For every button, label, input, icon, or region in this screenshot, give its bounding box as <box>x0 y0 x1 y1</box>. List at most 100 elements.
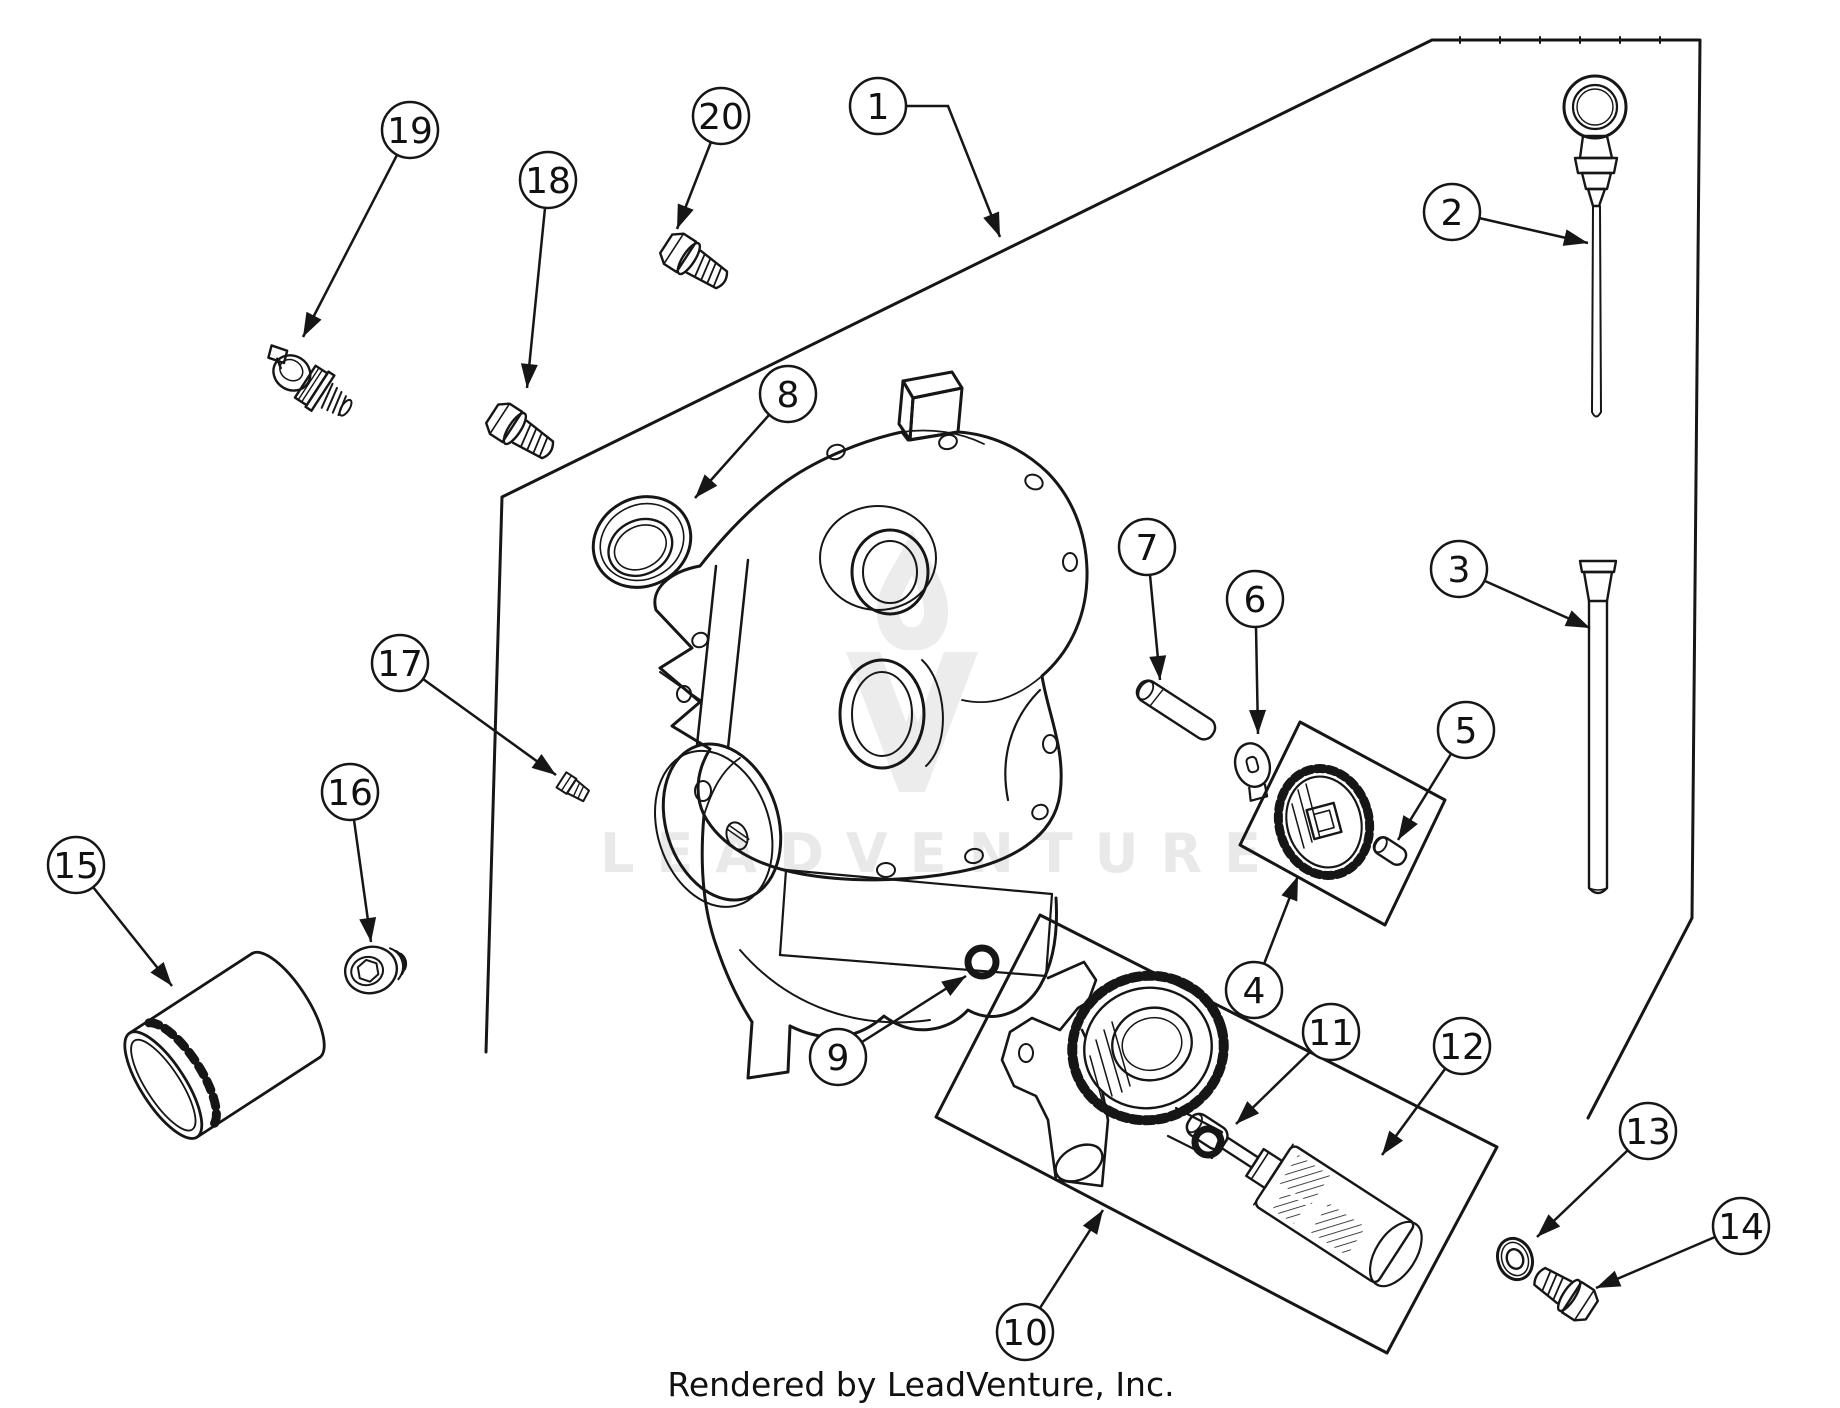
balloon-number: 11 <box>1308 1013 1354 1054</box>
balloon-number: 15 <box>53 846 99 887</box>
callout-5[interactable]: 5 <box>1396 700 1496 841</box>
drain-plug <box>343 945 408 995</box>
oil-pump-box <box>934 913 1499 1355</box>
callout-1[interactable]: 1 <box>848 76 1002 238</box>
leader-arrowhead-icon <box>1537 1214 1561 1237</box>
balloon-circle <box>320 762 380 822</box>
balloon-number: 16 <box>327 773 373 814</box>
balloon-number: 13 <box>1625 1112 1671 1153</box>
governor-gear-box <box>1238 720 1447 927</box>
flame-logo-icon <box>876 530 949 651</box>
callout-14[interactable]: 14 <box>1595 1196 1771 1290</box>
balloon-number: 18 <box>525 161 571 202</box>
leader-line <box>301 154 399 338</box>
o-ring-9 <box>964 944 1000 980</box>
flange-bolt-18 <box>485 402 555 460</box>
governor-washer <box>1233 742 1272 802</box>
balloon-number: 19 <box>387 111 433 152</box>
balloon-circle <box>691 86 751 146</box>
leader-arrowhead-icon <box>677 203 694 229</box>
callout-6[interactable]: 6 <box>1225 569 1285 735</box>
balloon-number: 3 <box>1448 550 1471 591</box>
balloon-number: 10 <box>1002 1313 1048 1354</box>
balloon-circle <box>1429 539 1489 599</box>
balloon-circle <box>46 835 106 895</box>
footer-credit: Rendered by LeadVenture, Inc. <box>667 1365 1174 1404</box>
leader-arrowhead-icon <box>1564 610 1590 628</box>
balloon-number: 20 <box>698 97 744 138</box>
governor-gear <box>1273 764 1375 880</box>
screw-17 <box>555 771 591 803</box>
callout-7[interactable]: 7 <box>1117 517 1177 681</box>
o-ring-11 <box>1191 1125 1225 1159</box>
oil-filter <box>123 950 326 1140</box>
callout-15[interactable]: 15 <box>46 835 173 987</box>
pin <box>1135 679 1217 741</box>
leader-arrowhead-icon <box>1082 1210 1103 1235</box>
callout-8[interactable]: 8 <box>694 364 818 499</box>
leader-arrowhead-icon <box>520 363 538 388</box>
callout-18[interactable]: 18 <box>518 150 578 389</box>
leader-line <box>422 677 557 777</box>
balloon-circle <box>370 633 430 693</box>
flange-bolt-14 <box>1533 1266 1599 1322</box>
balloon-circle <box>1225 569 1285 629</box>
leader-line <box>906 104 1002 238</box>
callout-11[interactable]: 11 <box>1235 1002 1361 1125</box>
balloon-number: 5 <box>1455 711 1478 752</box>
leader-arrowhead-icon <box>1281 876 1298 902</box>
balloon-circle <box>518 150 578 210</box>
flange-bolt-20 <box>659 232 729 290</box>
callout-17[interactable]: 17 <box>370 633 557 777</box>
callout-12[interactable]: 12 <box>1380 1016 1492 1156</box>
balloon-circle <box>380 100 440 160</box>
leader-arrowhead-icon <box>1382 1130 1404 1155</box>
callout-16[interactable]: 16 <box>320 762 380 943</box>
balloon-circle <box>1117 517 1177 577</box>
oil-pump-plunger <box>1185 1112 1423 1288</box>
leader-arrowhead-icon <box>1398 815 1418 840</box>
balloon-number: 17 <box>377 644 423 685</box>
balloon-circle <box>808 1027 868 1087</box>
balloon-number: 14 <box>1718 1207 1764 1248</box>
callout-10[interactable]: 10 <box>995 1209 1105 1362</box>
leader-arrowhead-icon <box>941 976 966 997</box>
balloon-number: 12 <box>1439 1027 1485 1068</box>
balloon-number: 6 <box>1244 580 1267 621</box>
watermark-text: LEADVENTURE <box>600 822 1283 885</box>
callout-3[interactable]: 3 <box>1429 539 1591 630</box>
balloon-number: 4 <box>1243 971 1266 1012</box>
washer-13 <box>1495 1236 1535 1282</box>
balloon-circle <box>1301 1002 1361 1062</box>
governor-pin <box>1372 836 1408 866</box>
crankcase-cover <box>653 370 1089 1080</box>
leader-arrowhead-icon <box>1596 1270 1622 1288</box>
leader-arrowhead-icon <box>1562 229 1588 246</box>
balloon-circle <box>995 1302 1055 1362</box>
cover-panel-outline <box>484 36 1702 1120</box>
callout-19[interactable]: 19 <box>301 100 440 338</box>
balloon-circle <box>1436 700 1496 760</box>
balloon-number: 1 <box>867 87 890 128</box>
balloon-circle <box>758 364 818 424</box>
balloon-circle <box>1432 1016 1492 1076</box>
balloon-circle <box>1422 182 1482 242</box>
oil-seal <box>591 495 693 589</box>
leader-arrowhead-icon <box>983 211 1000 237</box>
callout-9[interactable]: 9 <box>808 974 967 1087</box>
leader-arrowhead-icon <box>303 311 322 337</box>
callout-20[interactable]: 20 <box>675 86 751 230</box>
leader-line <box>525 207 547 389</box>
callout-13[interactable]: 13 <box>1536 1101 1678 1238</box>
leader-arrowhead-icon <box>1236 1101 1260 1124</box>
leader-arrowhead-icon <box>695 474 718 498</box>
leader-arrowhead-icon <box>359 917 377 942</box>
balloon-circle <box>1618 1101 1678 1161</box>
balloon-circle <box>1711 1196 1771 1256</box>
balloon-circle <box>848 76 908 136</box>
callout-4[interactable]: 4 <box>1224 875 1300 1020</box>
callout-2[interactable]: 2 <box>1422 182 1589 246</box>
balloon-circle <box>1224 960 1284 1020</box>
dipstick-tube <box>1578 559 1618 895</box>
